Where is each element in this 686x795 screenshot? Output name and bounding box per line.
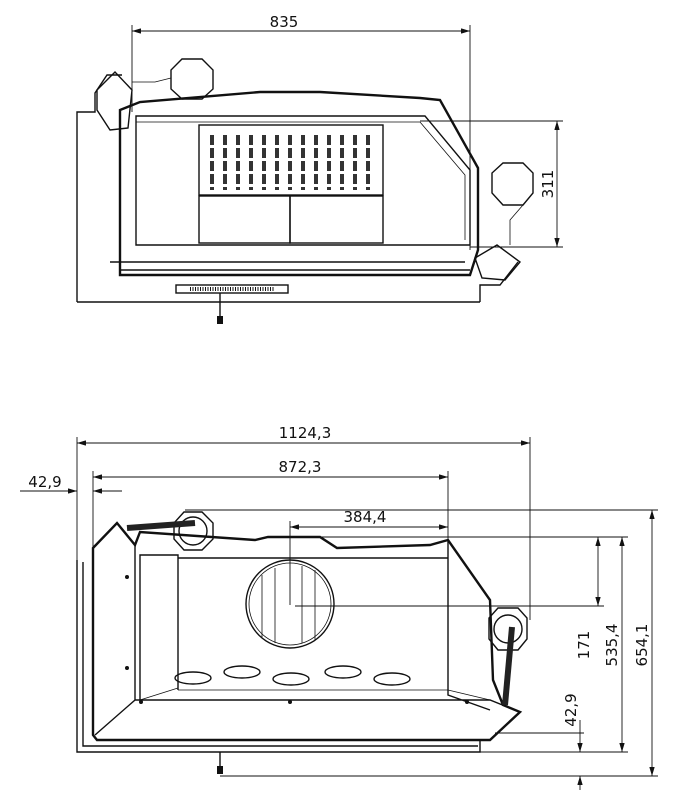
firebox-inner (135, 115, 471, 246)
dimension-label: 384,4 (344, 508, 387, 526)
grille (198, 124, 384, 196)
dimension-overall-width: 1124,3 (76, 424, 531, 620)
burner (373, 672, 411, 686)
grille-slots (210, 135, 376, 190)
dimension-label: 1124,3 (279, 424, 332, 442)
dimension-label: 42,9 (562, 693, 580, 726)
dimension-flue-height: 171 (295, 536, 628, 660)
wall-outline (76, 560, 481, 753)
dimension-label: 654,1 (633, 624, 651, 667)
wall-outline (76, 74, 519, 303)
burner (174, 671, 212, 685)
cable-plug (217, 766, 223, 774)
dimension-flue-offset: 384,4 (289, 508, 448, 605)
dimension-label: 311 (539, 170, 557, 199)
dimension-left-offset: 42,9 (20, 473, 122, 494)
dimension-width-835: 835 (131, 13, 471, 250)
flue-opening (245, 559, 335, 649)
dimension-depth-311: 311 (420, 120, 563, 248)
firebox-outline (91, 521, 523, 742)
burner (223, 665, 261, 679)
flue-octagon-icon (491, 162, 534, 206)
firebox-outline (118, 90, 480, 277)
screw-dots (125, 575, 469, 704)
burner (324, 665, 362, 679)
flue-collar-icon (173, 511, 214, 551)
dimension-label: 835 (270, 13, 299, 31)
dimension-body-width: 872,3 (92, 458, 449, 548)
flue-octagon-icon (170, 58, 214, 100)
dimension-label: 171 (575, 631, 593, 660)
dimension-label: 872,3 (279, 458, 322, 476)
dimension-overall-height: 654,1 (185, 509, 658, 777)
top-view: 835 311 (76, 13, 563, 324)
corner-fitting (474, 244, 522, 281)
dimension-base-height: 42,9 (495, 693, 584, 790)
burner-row (174, 665, 411, 686)
dimension-label: 42,9 (28, 473, 61, 491)
flue-collar-icon (488, 607, 528, 651)
corner-fitting (96, 70, 133, 131)
burner (272, 672, 310, 686)
heater-bar (175, 284, 289, 294)
front-view: 1124,3 872,3 42,9 384,4 171 535,4 (20, 424, 658, 790)
cable-plug (217, 316, 223, 324)
dimension-body-height: 535,4 (480, 537, 628, 753)
dimension-label: 535,4 (603, 624, 621, 667)
